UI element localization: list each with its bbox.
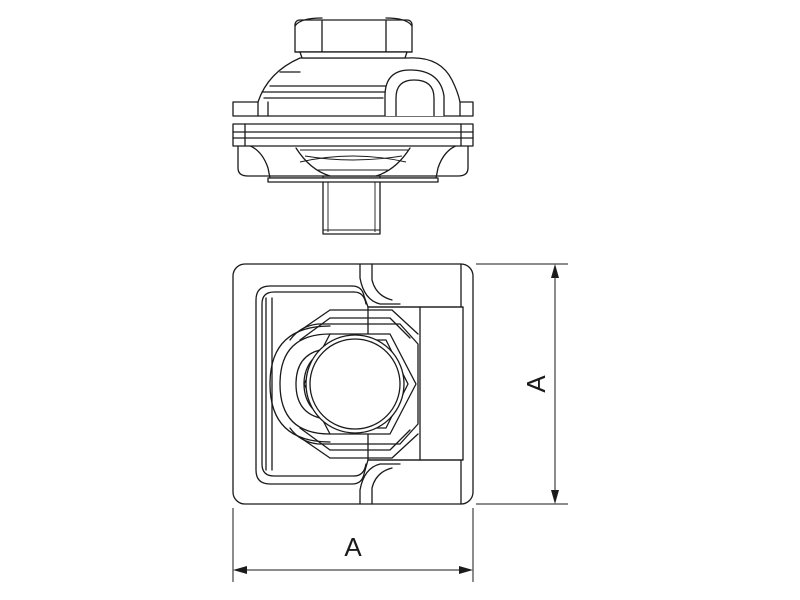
conductor-loop — [269, 325, 331, 443]
arrowhead-right — [459, 566, 473, 574]
arrowhead-top — [551, 264, 559, 278]
dimension-horizontal: A — [232, 508, 474, 582]
hex-nut — [294, 17, 413, 59]
dimension-label-vertical: A — [521, 375, 551, 393]
bolt-head — [305, 334, 405, 434]
upper-saddle — [232, 57, 474, 117]
arrowhead-left — [233, 566, 247, 574]
bracket-outer — [255, 285, 369, 485]
dimension-label-horizontal: A — [344, 532, 362, 562]
lower-clamp — [237, 144, 469, 183]
bolt-shank — [322, 175, 381, 235]
top-view — [232, 263, 474, 505]
dimension-vertical: A — [476, 263, 568, 505]
side-view — [232, 17, 474, 235]
bracket-inner — [261, 291, 355, 477]
arrowhead-bottom — [551, 490, 559, 504]
plate — [232, 123, 474, 147]
